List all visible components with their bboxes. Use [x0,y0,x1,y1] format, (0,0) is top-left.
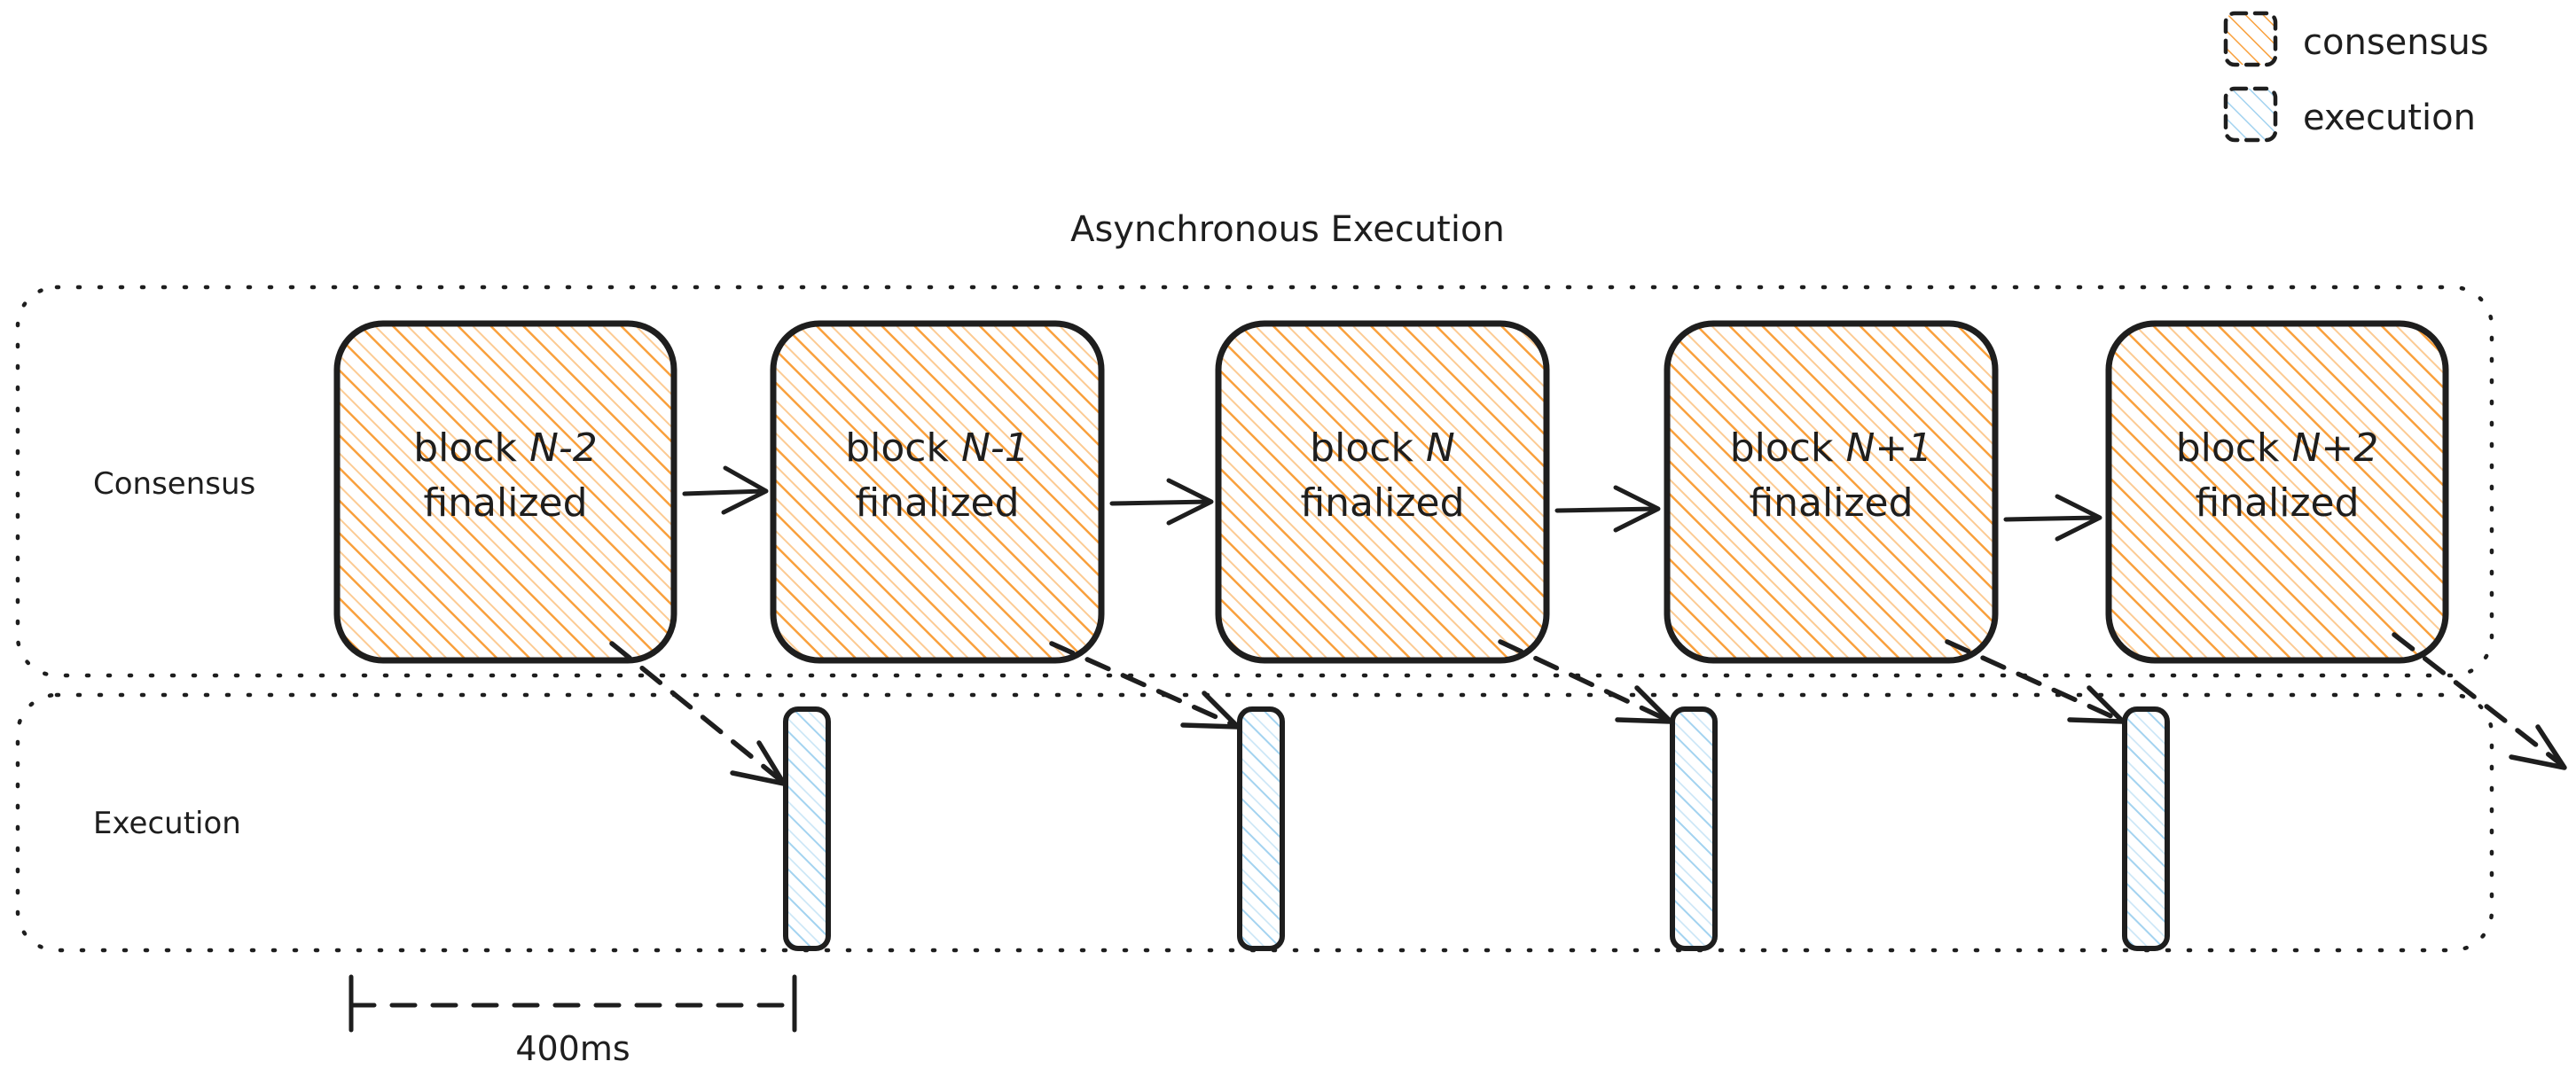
consensus-block-line2: finalized [423,480,587,526]
legend-label-consensus: consensus [2303,22,2489,63]
consensus-block[interactable]: block N+1 finalized [1664,320,1999,664]
flow-arrow [1554,485,1661,533]
consensus-block-line2: finalized [855,480,1019,526]
flow-arrow [682,465,769,515]
consensus-block-line1: block N-1 [845,425,1030,471]
consensus-block-shape[interactable] [333,320,677,664]
consensus-block-shape[interactable] [1215,320,1550,664]
execution-bar[interactable] [2122,706,2170,951]
consensus-block-shape[interactable] [1664,320,1999,664]
consensus-block-shape[interactable] [770,320,1105,664]
consensus-block-shape[interactable] [2105,320,2449,664]
legend-item-consensus: consensus [2223,11,2489,67]
lane-label-execution: Execution [93,806,241,841]
execution-hatch-swatch [2223,86,2278,143]
lane-label-consensus: Consensus [93,466,255,502]
dispatch-arrow [1945,639,2126,724]
page-title: Asynchronous Execution [1070,209,1505,250]
execution-bar[interactable] [1237,706,1285,951]
dispatch-arrow [609,641,787,786]
execution-bar[interactable] [1670,706,1718,951]
measurement-label: 400ms [515,1029,630,1068]
dispatch-arrow [1049,641,1241,730]
consensus-block-line1: block N+1 [1730,425,1933,471]
flow-arrow [2003,494,2102,542]
dispatch-arrow [1498,639,1673,724]
consensus-block-line1: block N+2 [2176,425,2379,471]
dispatch-arrow [2392,632,2567,770]
consensus-block-line1: block N-2 [413,425,598,471]
consensus-block[interactable]: block N finalized [1215,320,1550,664]
consensus-block-line2: finalized [1300,480,1464,526]
consensus-block-line2: finalized [2195,480,2359,526]
consensus-block-line1: block N [1310,425,1455,471]
consensus-block-line2: finalized [1749,480,1913,526]
consensus-block[interactable]: block N-1 finalized [770,320,1105,664]
consensus-block[interactable]: block N-2 finalized [333,320,677,664]
legend-item-execution: execution [2223,86,2476,143]
flow-arrow [1109,478,1214,526]
legend-label-execution: execution [2303,98,2476,138]
consensus-hatch-swatch [2223,11,2278,67]
consensus-block[interactable]: block N+2 finalized [2105,320,2449,664]
execution-bar[interactable] [783,706,831,951]
